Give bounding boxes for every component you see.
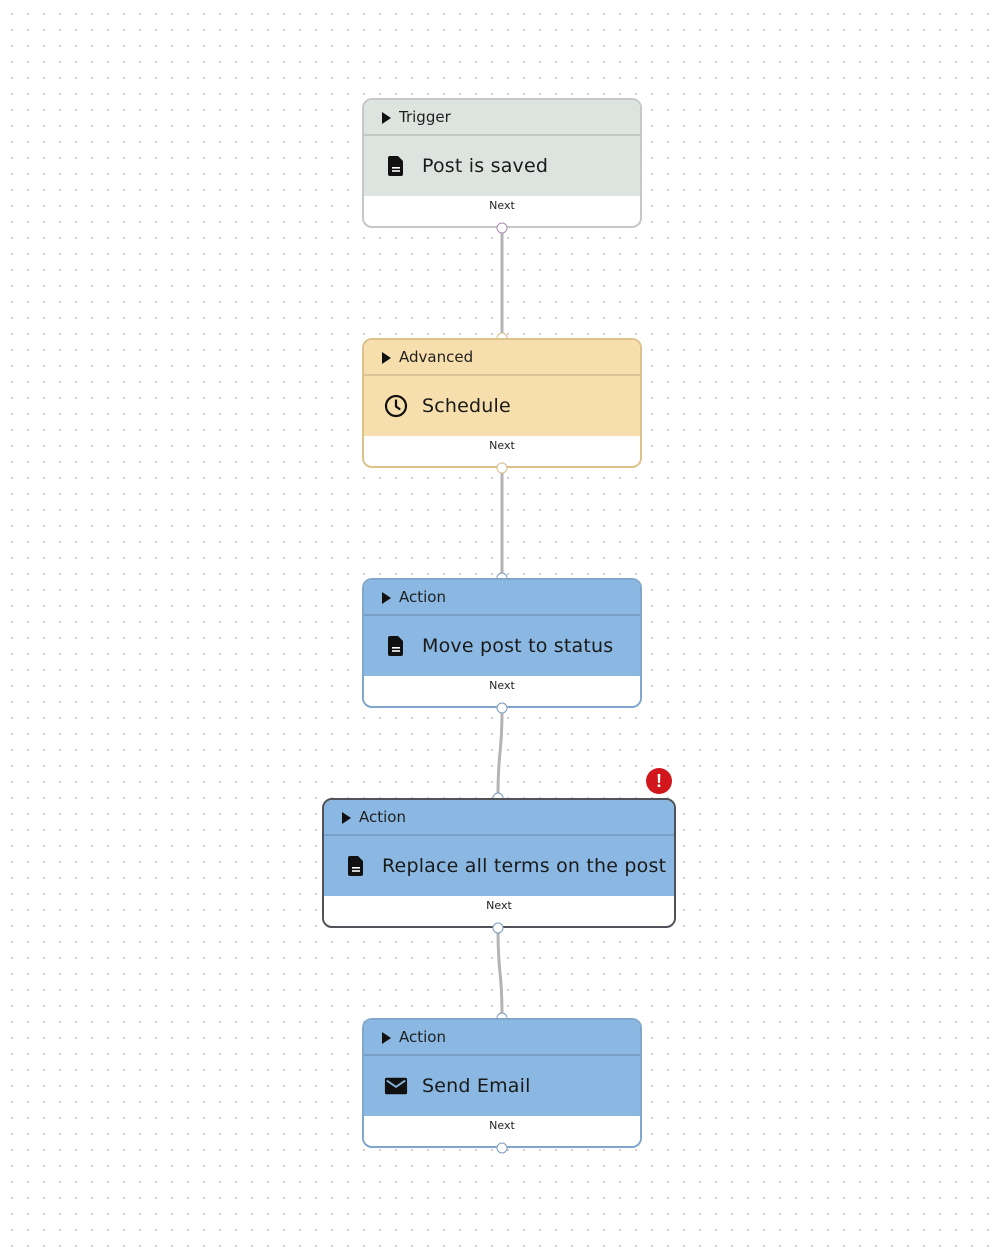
node-body[interactable]: Schedule xyxy=(364,376,640,436)
node-body[interactable]: Post is saved xyxy=(364,136,640,196)
node-header[interactable]: Trigger xyxy=(364,100,640,136)
expand-caret-icon[interactable] xyxy=(382,351,391,364)
node-title: Post is saved xyxy=(422,155,549,177)
node-advanced-schedule[interactable]: Advanced Schedule Next xyxy=(362,338,642,468)
node-header[interactable]: Action xyxy=(324,800,674,836)
expand-caret-icon[interactable] xyxy=(382,111,391,124)
expand-caret-icon[interactable] xyxy=(342,811,351,824)
clock-icon xyxy=(384,394,408,418)
error-badge-icon[interactable]: ! xyxy=(646,768,672,794)
document-icon xyxy=(344,854,368,878)
node-footer: Next xyxy=(364,1116,640,1144)
node-category: Action xyxy=(359,808,406,826)
node-category: Action xyxy=(399,588,446,606)
expand-caret-icon[interactable] xyxy=(382,1031,391,1044)
node-footer: Next xyxy=(364,436,640,464)
output-port[interactable] xyxy=(496,1142,508,1154)
edge-move-replace[interactable] xyxy=(496,707,504,798)
node-category: Advanced xyxy=(399,348,474,366)
node-body[interactable]: Replace all terms on the post xyxy=(324,836,674,896)
edge-replace-email[interactable] xyxy=(496,927,504,1018)
node-category: Action xyxy=(399,1028,446,1046)
document-icon xyxy=(384,634,408,658)
output-port[interactable] xyxy=(496,702,508,714)
node-title: Move post to status xyxy=(422,635,614,657)
document-icon xyxy=(384,154,408,178)
error-badge-text: ! xyxy=(656,770,662,791)
node-action-send-email[interactable]: Action Send Email Next xyxy=(362,1018,642,1148)
node-header[interactable]: Action xyxy=(364,580,640,616)
output-port[interactable] xyxy=(496,222,508,234)
node-trigger-post-is-saved[interactable]: Trigger Post is saved Next xyxy=(362,98,642,228)
node-footer: Next xyxy=(364,676,640,704)
node-title: Replace all terms on the post xyxy=(382,855,667,877)
output-port[interactable] xyxy=(492,922,504,934)
node-header[interactable]: Action xyxy=(364,1020,640,1056)
node-category: Trigger xyxy=(399,108,451,126)
envelope-icon xyxy=(384,1074,408,1098)
node-body[interactable]: Move post to status xyxy=(364,616,640,676)
node-title: Send Email xyxy=(422,1075,531,1097)
node-title: Schedule xyxy=(422,395,511,417)
expand-caret-icon[interactable] xyxy=(382,591,391,604)
node-action-replace-all-terms[interactable]: Action Replace all terms on the post Nex… xyxy=(322,798,676,928)
node-action-move-post-to-status[interactable]: Action Move post to status Next xyxy=(362,578,642,708)
node-header[interactable]: Advanced xyxy=(364,340,640,376)
node-body[interactable]: Send Email xyxy=(364,1056,640,1116)
node-footer: Next xyxy=(364,196,640,224)
output-port[interactable] xyxy=(496,462,508,474)
node-footer: Next xyxy=(324,896,674,924)
